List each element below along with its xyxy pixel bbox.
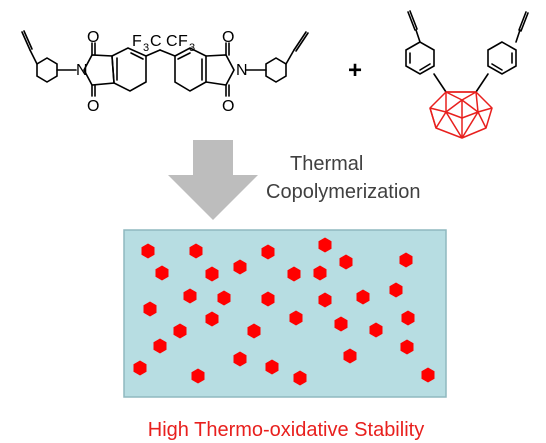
- process-label-copolymerization: Copolymerization: [266, 181, 421, 203]
- carborane-particle: [141, 243, 155, 259]
- carborane-particle: [339, 254, 353, 270]
- result-caption: High Thermo-oxidative Stability: [148, 419, 424, 441]
- carborane-particle: [389, 282, 403, 298]
- carborane-cage-icon: [429, 91, 493, 139]
- carborane-particles: [133, 237, 435, 386]
- carborane-particle: [191, 368, 205, 384]
- carborane-right-phenyl: [487, 41, 517, 75]
- carborane-particle: [247, 323, 261, 339]
- atom-label-C-left: C: [150, 33, 162, 50]
- atom-label-N-right: N: [236, 62, 248, 79]
- subscript-3-right: 3: [189, 42, 195, 54]
- carborane-particle: [143, 301, 157, 317]
- carborane-particle: [233, 259, 247, 275]
- carborane-particle: [356, 289, 370, 305]
- carborane-particle: [153, 338, 167, 354]
- carborane-particle: [318, 292, 332, 308]
- atom-label-F-right: F: [178, 33, 188, 50]
- carborane-particle: [173, 323, 187, 339]
- carborane-particle: [233, 351, 247, 367]
- carborane-particle: [189, 243, 203, 259]
- atom-label-F-left: F: [132, 33, 142, 50]
- carborane-particle: [289, 310, 303, 326]
- carborane-particle: [265, 359, 279, 375]
- carborane-particle: [421, 367, 435, 383]
- carborane-particle: [205, 311, 219, 327]
- atom-label-N-left: N: [76, 62, 88, 79]
- carborane-left-phenyl: [405, 41, 435, 75]
- carborane-particle: [400, 339, 414, 355]
- carborane-particle: [401, 310, 415, 326]
- carborane-particle: [205, 266, 219, 282]
- bis-imide-atom-labels: N O O N O O F 3 C C F 3: [76, 29, 248, 115]
- carborane-particle: [133, 360, 147, 376]
- atom-label-O-left-bottom: O: [87, 98, 99, 115]
- right-phenyl-ring: [265, 57, 287, 83]
- carborane-particle: [261, 244, 275, 260]
- carborane-particle: [399, 252, 413, 268]
- subscript-3-left: 3: [143, 42, 149, 54]
- carborane-particle: [287, 266, 301, 282]
- atom-label-O-left-top: O: [87, 29, 99, 46]
- plus-operator: +: [348, 57, 362, 84]
- carborane-particle: [293, 370, 307, 386]
- carborane-particle: [369, 322, 383, 338]
- carborane-particle: [313, 265, 327, 281]
- carborane-particle: [318, 237, 332, 253]
- down-arrow-icon: [168, 140, 258, 220]
- atom-label-O-right-top: O: [222, 29, 234, 46]
- bis-imide-monomer: [21, 30, 309, 97]
- carborane-particle: [261, 291, 275, 307]
- atom-label-O-right-bottom: O: [222, 98, 234, 115]
- left-benzo-ring: [111, 47, 147, 92]
- carborane-particle: [155, 265, 169, 281]
- left-phenyl-ring: [36, 57, 58, 83]
- carborane-monomer: [405, 10, 529, 93]
- carborane-particle: [334, 316, 348, 332]
- carborane-particle: [343, 348, 357, 364]
- atom-label-C-right: C: [166, 33, 178, 50]
- carborane-particle: [183, 288, 197, 304]
- process-label-thermal: Thermal: [290, 153, 363, 175]
- carborane-particle: [217, 290, 231, 306]
- polymer-matrix: [123, 229, 447, 398]
